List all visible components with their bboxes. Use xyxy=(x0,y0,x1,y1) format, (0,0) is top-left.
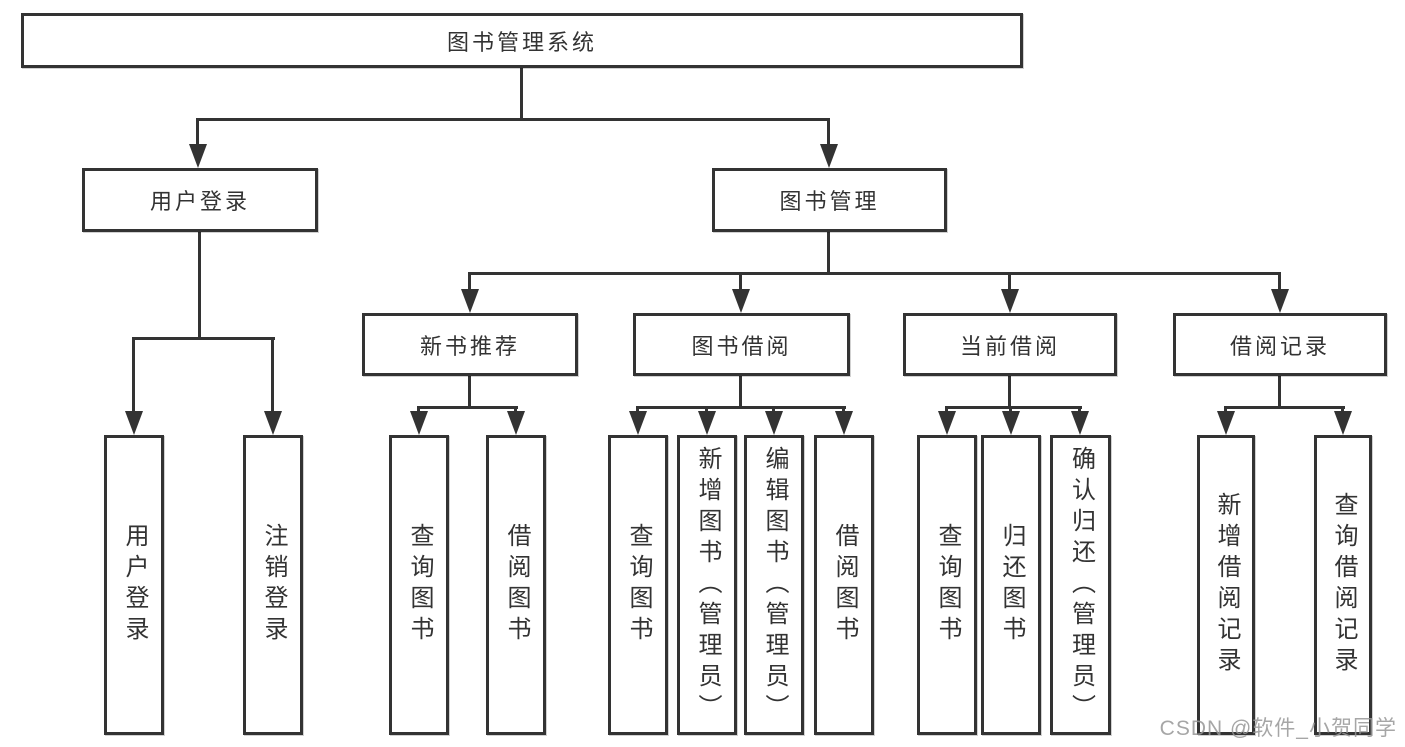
node-user-login-label: 用户登录 xyxy=(149,189,250,214)
connector-vline xyxy=(198,232,201,337)
connector-hline xyxy=(417,406,518,409)
node-book-borrowing-label: 图书借阅 xyxy=(691,333,792,359)
leaf-records-query-record: 查询借阅记录 xyxy=(1314,435,1372,735)
connector-vline xyxy=(1008,272,1011,289)
leaf-borrowing-query-books-label: 查询图书 xyxy=(625,523,652,647)
connector-vline xyxy=(739,272,742,289)
leaf-borrowing-edit-books-admin-label: 编辑图书（管理员） xyxy=(761,445,788,725)
arrow-down-icon xyxy=(1071,411,1089,435)
leaf-current-confirm-return-admin: 确认归还（管理员） xyxy=(1050,435,1111,735)
leaf-recommend-borrow-books-label: 借阅图书 xyxy=(503,523,530,647)
arrow-down-icon xyxy=(125,411,143,435)
connector-hline xyxy=(132,337,275,340)
arrow-down-icon xyxy=(1334,411,1352,435)
connector-vline xyxy=(1278,376,1281,406)
arrow-down-icon xyxy=(507,411,525,435)
connector-vline xyxy=(271,337,274,411)
node-new-book-recommendation: 新书推荐 xyxy=(362,313,578,376)
leaf-recommend-query-books-label: 查询图书 xyxy=(406,523,433,647)
node-borrowing-records-label: 借阅记录 xyxy=(1229,333,1330,359)
node-new-book-recommendation-label: 新书推荐 xyxy=(419,333,520,359)
connector-vline xyxy=(842,406,845,413)
connector-vline xyxy=(514,406,517,413)
connector-hline xyxy=(468,272,1281,275)
connector-vline xyxy=(1009,406,1012,413)
leaf-logout: 注销登录 xyxy=(243,435,303,735)
connector-vline xyxy=(1008,376,1011,406)
arrow-down-icon xyxy=(1002,411,1020,435)
connector-vline xyxy=(827,232,830,272)
arrow-down-icon xyxy=(698,411,716,435)
leaf-user-login: 用户登录 xyxy=(104,435,164,735)
leaf-current-confirm-return-admin-label: 确认归还（管理员） xyxy=(1067,445,1095,725)
connector-vline xyxy=(196,118,199,144)
connector-vline xyxy=(1341,406,1344,413)
node-book-management-label: 图书管理 xyxy=(779,189,880,214)
node-root-label: 图书管理系统 xyxy=(446,29,597,55)
leaf-borrowing-borrow-books-label: 借阅图书 xyxy=(831,523,858,647)
leaf-records-add-record-label: 新增借阅记录 xyxy=(1213,492,1240,678)
arrow-down-icon xyxy=(1217,411,1235,435)
arrow-down-icon xyxy=(732,289,750,313)
leaf-current-query-books-label: 查询图书 xyxy=(934,523,961,647)
connector-vline xyxy=(705,406,708,413)
connector-hline xyxy=(196,118,830,121)
connector-vline xyxy=(739,376,742,406)
leaf-logout-label: 注销登录 xyxy=(260,523,287,647)
connector-vline xyxy=(1224,406,1227,413)
arrow-down-icon xyxy=(1271,289,1289,313)
leaf-current-return-books: 归还图书 xyxy=(981,435,1041,735)
arrow-down-icon xyxy=(189,144,207,168)
connector-vline xyxy=(945,406,948,413)
leaf-current-query-books: 查询图书 xyxy=(917,435,977,735)
csdn-watermark: CSDN @软件_小贺同学 xyxy=(1159,717,1397,740)
connector-vline xyxy=(468,272,471,289)
leaf-current-return-books-label: 归还图书 xyxy=(998,523,1025,647)
arrow-down-icon xyxy=(264,411,282,435)
leaf-records-query-record-label: 查询借阅记录 xyxy=(1330,492,1357,678)
node-current-borrowing: 当前借阅 xyxy=(903,313,1117,376)
node-book-borrowing: 图书借阅 xyxy=(633,313,850,376)
arrow-down-icon xyxy=(765,411,783,435)
connector-vline xyxy=(1278,272,1281,289)
connector-vline xyxy=(636,406,639,413)
arrow-down-icon xyxy=(1001,289,1019,313)
connector-vline xyxy=(132,337,135,411)
connector-vline xyxy=(520,68,523,118)
node-current-borrowing-label: 当前借阅 xyxy=(959,333,1060,359)
arrow-down-icon xyxy=(835,411,853,435)
arrow-down-icon xyxy=(461,289,479,313)
leaf-user-login-label: 用户登录 xyxy=(121,523,148,647)
connector-vline xyxy=(1078,406,1081,413)
node-book-management: 图书管理 xyxy=(712,168,947,232)
arrow-down-icon xyxy=(410,411,428,435)
connector-vline xyxy=(468,376,471,406)
leaf-borrowing-query-books: 查询图书 xyxy=(608,435,668,735)
connector-hline xyxy=(1224,406,1345,409)
connector-vline xyxy=(417,406,420,413)
arrow-down-icon xyxy=(938,411,956,435)
node-root: 图书管理系统 xyxy=(21,13,1023,68)
arrow-down-icon xyxy=(820,144,838,168)
leaf-borrowing-borrow-books: 借阅图书 xyxy=(814,435,874,735)
connector-vline xyxy=(827,118,830,144)
node-borrowing-records: 借阅记录 xyxy=(1173,313,1387,376)
leaf-records-add-record: 新增借阅记录 xyxy=(1197,435,1255,735)
arrow-down-icon xyxy=(629,411,647,435)
leaf-recommend-borrow-books: 借阅图书 xyxy=(486,435,546,735)
connector-hline xyxy=(945,406,1082,409)
connector-hline xyxy=(636,406,846,409)
leaf-recommend-query-books: 查询图书 xyxy=(389,435,449,735)
leaf-borrowing-edit-books-admin: 编辑图书（管理员） xyxy=(744,435,804,735)
leaf-borrowing-add-books-admin-label: 新增图书（管理员） xyxy=(694,445,721,725)
connector-vline xyxy=(772,406,775,413)
leaf-borrowing-add-books-admin: 新增图书（管理员） xyxy=(677,435,737,735)
node-user-login: 用户登录 xyxy=(82,168,318,232)
